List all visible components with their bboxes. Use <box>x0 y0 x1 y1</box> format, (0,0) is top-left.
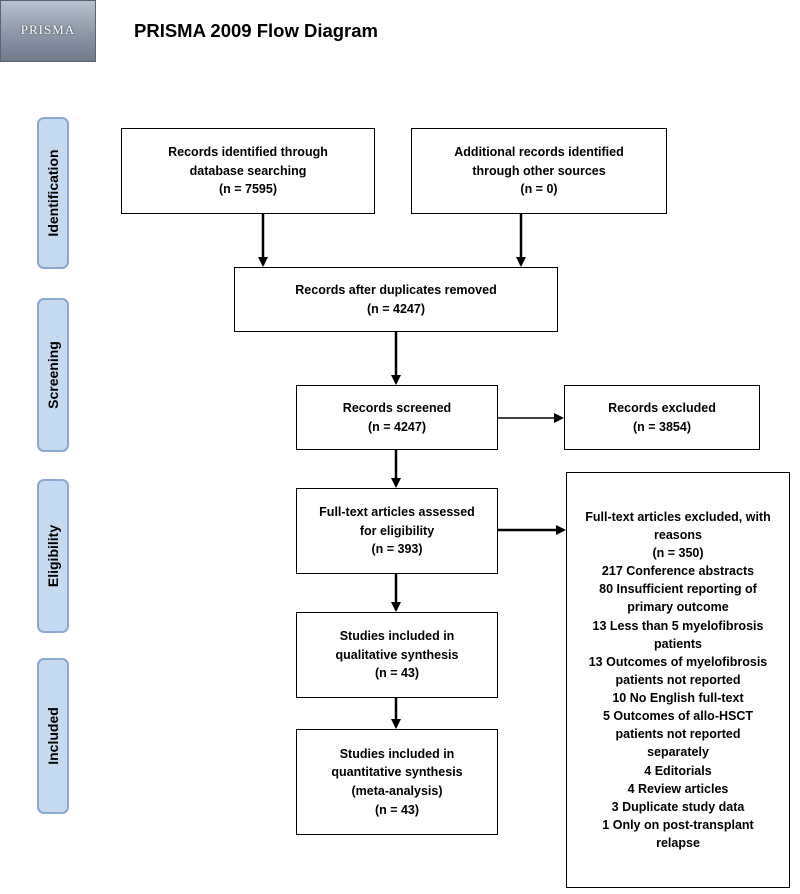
phase-screening: Screening <box>37 298 69 452</box>
box-text: database searching <box>189 163 307 178</box>
exclusion-reason: 3 Duplicate study data <box>611 799 745 814</box>
box-fulltext-assessed: Full-text articles assessed for eligibil… <box>296 488 498 574</box>
box-text: qualitative synthesis <box>335 647 459 662</box>
phase-included: Included <box>37 658 69 814</box>
exclusion-reason: patients <box>654 636 702 651</box>
exclusion-reason: 13 Less than 5 myelofibrosis <box>592 618 764 633</box>
exclusion-reason: 4 Editorials <box>644 763 712 778</box>
box-text: quantitative synthesis <box>331 765 463 780</box>
box-text: reasons <box>654 527 702 542</box>
box-qualitative-synthesis: Studies included in qualitative synthesi… <box>296 612 498 698</box>
box-fulltext-excluded: Full-text articles excluded, with reason… <box>566 472 790 888</box>
box-count: (n = 4247) <box>367 419 426 434</box>
box-text: Studies included in <box>339 628 455 643</box>
box-text: Records excluded <box>608 400 716 415</box>
box-text: for eligibility <box>359 523 435 538</box>
exclusion-reason: 4 Review articles <box>627 781 729 796</box>
box-other-sources: Additional records identified through ot… <box>411 128 667 214</box>
box-count: (n = 43) <box>374 666 420 681</box>
exclusion-reason: relapse <box>656 836 700 851</box>
box-count: (n = 3854) <box>632 419 691 434</box>
box-text: Studies included in <box>339 746 455 761</box>
box-text: Records identified through <box>168 144 328 159</box>
box-text: (meta-analysis) <box>351 784 443 798</box>
box-count: (n = 43) <box>374 802 420 817</box>
exclusion-reason: patients not reported <box>615 727 741 742</box>
exclusion-reason: patients not reported <box>615 672 741 687</box>
phase-identification: Identification <box>37 117 69 269</box>
box-text: Full-text articles assessed <box>319 504 475 519</box>
exclusion-reason: 10 No English full-text <box>612 691 744 706</box>
box-text: through other sources <box>472 163 606 178</box>
box-count: (n = 4247) <box>366 301 425 316</box>
exclusion-reason: primary outcome <box>627 600 729 615</box>
box-text: Additional records identified <box>454 144 624 159</box>
box-quantitative-synthesis: Studies included in quantitative synthes… <box>296 729 498 835</box>
box-text: Records after duplicates removed <box>295 282 497 297</box>
box-count: (n = 350) <box>652 546 704 561</box>
box-text: Full-text articles excluded, with <box>585 509 771 524</box>
exclusion-reason: 80 Insufficient reporting of <box>599 582 757 597</box>
exclusion-reason: separately <box>647 745 709 760</box>
prisma-logo: PRISMA <box>0 0 96 62</box>
exclusion-reason: 1 Only on post-transplant <box>602 817 754 832</box>
exclusion-reason: 217 Conference abstracts <box>601 564 755 579</box>
prisma-logo-text: PRISMA <box>20 22 76 37</box>
box-duplicates-removed: Records after duplicates removed (n = 42… <box>234 267 558 332</box>
box-records-screened: Records screened (n = 4247) <box>296 385 498 450</box>
box-count: (n = 7595) <box>218 182 277 197</box>
phase-eligibility: Eligibility <box>37 479 69 633</box>
box-records-excluded: Records excluded (n = 3854) <box>564 385 760 450</box>
box-count: (n = 0) <box>520 182 558 197</box>
exclusion-reason: 5 Outcomes of allo-HSCT <box>602 709 754 724</box>
exclusion-reason: 13 Outcomes of myelofibrosis <box>588 654 768 669</box>
box-count: (n = 393) <box>371 542 423 557</box>
box-database-searching: Records identified through database sear… <box>121 128 375 214</box>
box-text: Records screened <box>342 400 452 415</box>
page-title: PRISMA 2009 Flow Diagram <box>134 20 378 41</box>
